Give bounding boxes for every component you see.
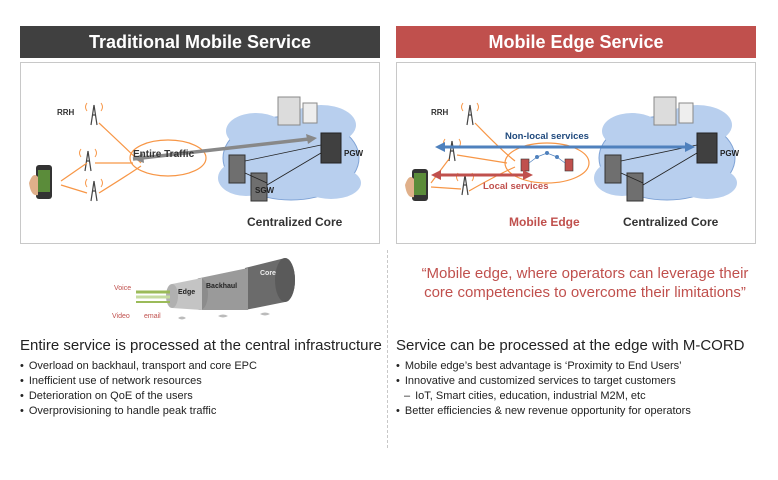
smartphone-icon <box>29 165 52 199</box>
list-item: Better efficiencies & new revenue opport… <box>396 404 691 419</box>
server-icon <box>228 96 342 202</box>
local-services-arrow <box>431 170 533 180</box>
reflection-shapes <box>178 312 270 320</box>
centralized-core-label: Centralized Core <box>623 215 719 229</box>
radio-waves-icon <box>443 102 479 182</box>
mobile-edge-label: Mobile Edge <box>509 215 580 229</box>
mobile-edge-bullet-list: Mobile edge’s best advantage is ‘Proximi… <box>396 359 691 419</box>
entire-traffic-arrow <box>132 134 317 163</box>
mobile-edge-title: Mobile Edge Service <box>488 31 664 52</box>
list-item: Overload on backhaul, transport and core… <box>20 359 257 374</box>
mobile-edge-quote: “Mobile edge, where operators can levera… <box>421 265 749 301</box>
non-local-services-arrow <box>435 142 695 152</box>
core-links <box>244 144 322 186</box>
rrh-tower-icon <box>448 104 474 196</box>
traditional-diagram-panel: RRH <box>20 62 380 244</box>
centralized-core-label: Centralized Core <box>247 215 343 229</box>
rrh-label: RRH <box>57 108 75 117</box>
non-local-services-label: Non-local services <box>505 131 589 142</box>
core-layer <box>245 258 295 310</box>
edge-label: Edge <box>178 289 195 296</box>
edge-layer <box>166 278 202 310</box>
entire-traffic-label: Entire Traffic <box>133 149 195 160</box>
mobile-edge-diagram-panel: RRH Non- <box>396 62 756 244</box>
traditional-diagram: RRH <box>29 96 364 229</box>
pgw-label: PGW <box>344 149 364 158</box>
smartphone-icon <box>405 169 428 201</box>
rrh-tower-icon <box>84 104 98 202</box>
radio-links <box>60 122 142 194</box>
voice-label: Voice <box>114 285 131 292</box>
email-label: email <box>144 313 161 320</box>
list-item: Inefficient use of network resources <box>20 374 257 389</box>
server-icon <box>604 96 718 202</box>
list-item: Deterioration on QoE of the users <box>20 389 257 404</box>
pgw-label: PGW <box>720 149 740 158</box>
local-services-label: Local services <box>483 181 549 192</box>
list-item: Mobile edge’s best advantage is ‘Proximi… <box>396 359 691 374</box>
traditional-summary-title: Entire service is processed at the centr… <box>20 337 382 354</box>
radio-waves-icon <box>79 102 103 188</box>
mobile-edge-diagram: RRH Non- <box>405 96 740 229</box>
list-item: Innovative and customized services to ta… <box>396 374 691 389</box>
core-label: Core <box>260 270 276 277</box>
backhaul-label: Backhaul <box>206 283 237 290</box>
sgw-label: SGW <box>255 186 275 195</box>
video-label: Video <box>112 313 130 320</box>
cable-layers-illustration: Voice Video email Edge Backhaul Core <box>112 258 295 320</box>
fiber-strands <box>136 290 170 303</box>
rrh-label: RRH <box>431 108 449 117</box>
backhaul-cloud <box>129 139 207 177</box>
traditional-service-title: Traditional Mobile Service <box>88 31 312 52</box>
mobile-edge-banner: Mobile Edge Service <box>396 26 756 58</box>
list-item: Overprovisioning to handle peak traffic <box>20 404 257 419</box>
traditional-bullet-list: Overload on backhaul, transport and core… <box>20 359 257 419</box>
traditional-service-banner: Traditional Mobile Service <box>20 26 380 58</box>
column-divider <box>387 250 388 448</box>
list-item: IoT, Smart cities, education, industrial… <box>396 389 691 404</box>
mobile-edge-cloud <box>504 142 590 184</box>
mobile-edge-summary-title: Service can be processed at the edge wit… <box>396 337 745 354</box>
